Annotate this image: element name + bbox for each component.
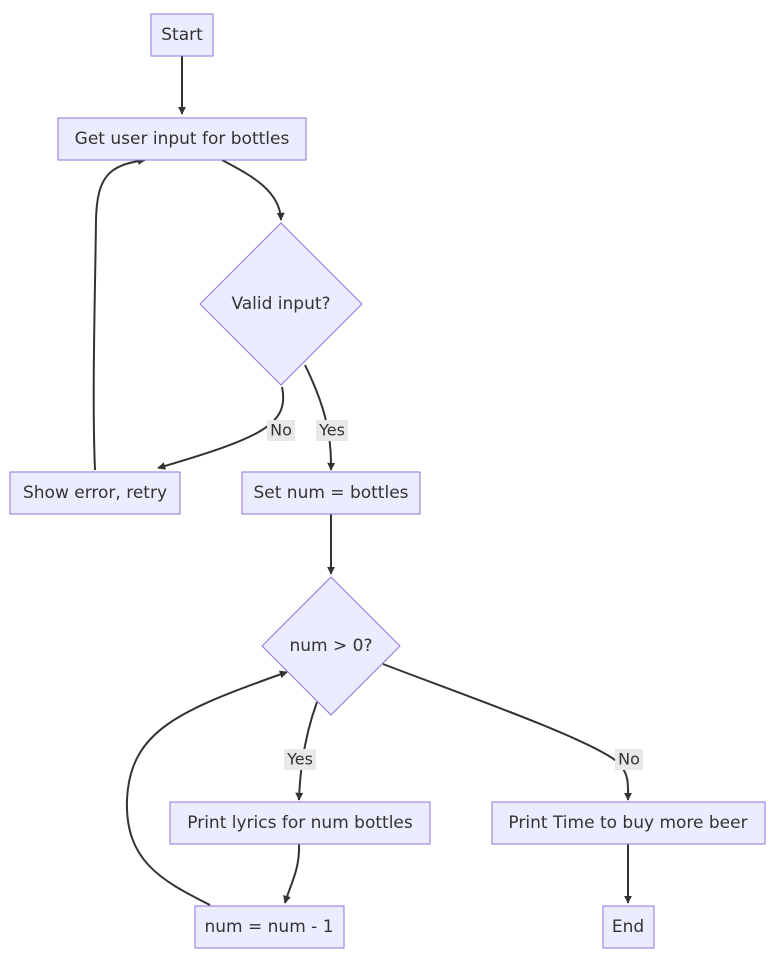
edges [92, 56, 633, 906]
node-set-num[interactable]: Set num = bottles [241, 471, 421, 515]
node-print-time-label: Print Time to buy more beer [508, 813, 747, 833]
node-get-input[interactable]: Get user input for bottles [57, 117, 307, 161]
node-end[interactable]: End [602, 905, 655, 949]
edge-print-lyrics-to-decrement [283, 843, 301, 904]
edge-label-num-no: No [615, 749, 643, 770]
node-end-label: End [612, 917, 644, 937]
node-print-time[interactable]: Print Time to buy more beer [491, 801, 766, 845]
node-get-input-label: Get user input for bottles [75, 129, 290, 149]
node-print-lyrics[interactable]: Print lyrics for num bottles [169, 801, 431, 845]
edge-valid-input-to-set-num [304, 364, 336, 471]
edge-labels: No Yes Yes No [267, 420, 643, 770]
node-start[interactable]: Start [150, 13, 214, 57]
node-num-gt-zero-label: num > 0? [290, 636, 373, 656]
node-num-gt-zero[interactable]: num > 0? [261, 576, 401, 716]
edge-label-valid-yes-text: Yes [318, 421, 345, 440]
edge-label-valid-no-text: No [270, 421, 292, 440]
edge-num-gt-zero-to-print-time [382, 663, 633, 801]
edge-decrement-to-num-gt-zero [125, 670, 288, 906]
node-print-lyrics-label: Print lyrics for num bottles [187, 813, 413, 833]
edge-label-valid-yes: Yes [316, 420, 348, 441]
edge-get-input-to-valid-input [221, 159, 285, 221]
edge-label-num-yes-text: Yes [286, 750, 313, 769]
node-decrement-label: num = num - 1 [204, 917, 333, 937]
node-valid-input[interactable]: Valid input? [199, 222, 363, 386]
edge-show-error-to-get-input [92, 157, 146, 471]
edge-label-valid-no: No [267, 420, 295, 441]
node-show-error[interactable]: Show error, retry [9, 471, 181, 515]
edge-valid-input-to-show-error [157, 386, 285, 470]
node-decrement[interactable]: num = num - 1 [194, 905, 345, 949]
node-start-label: Start [161, 25, 203, 45]
edge-label-num-no-text: No [618, 750, 640, 769]
nodes: Start Get user input for bottles Valid i… [9, 13, 766, 949]
node-valid-input-label: Valid input? [231, 294, 330, 314]
edge-label-num-yes: Yes [284, 749, 316, 770]
node-set-num-label: Set num = bottles [253, 483, 408, 503]
node-show-error-label: Show error, retry [23, 483, 167, 503]
